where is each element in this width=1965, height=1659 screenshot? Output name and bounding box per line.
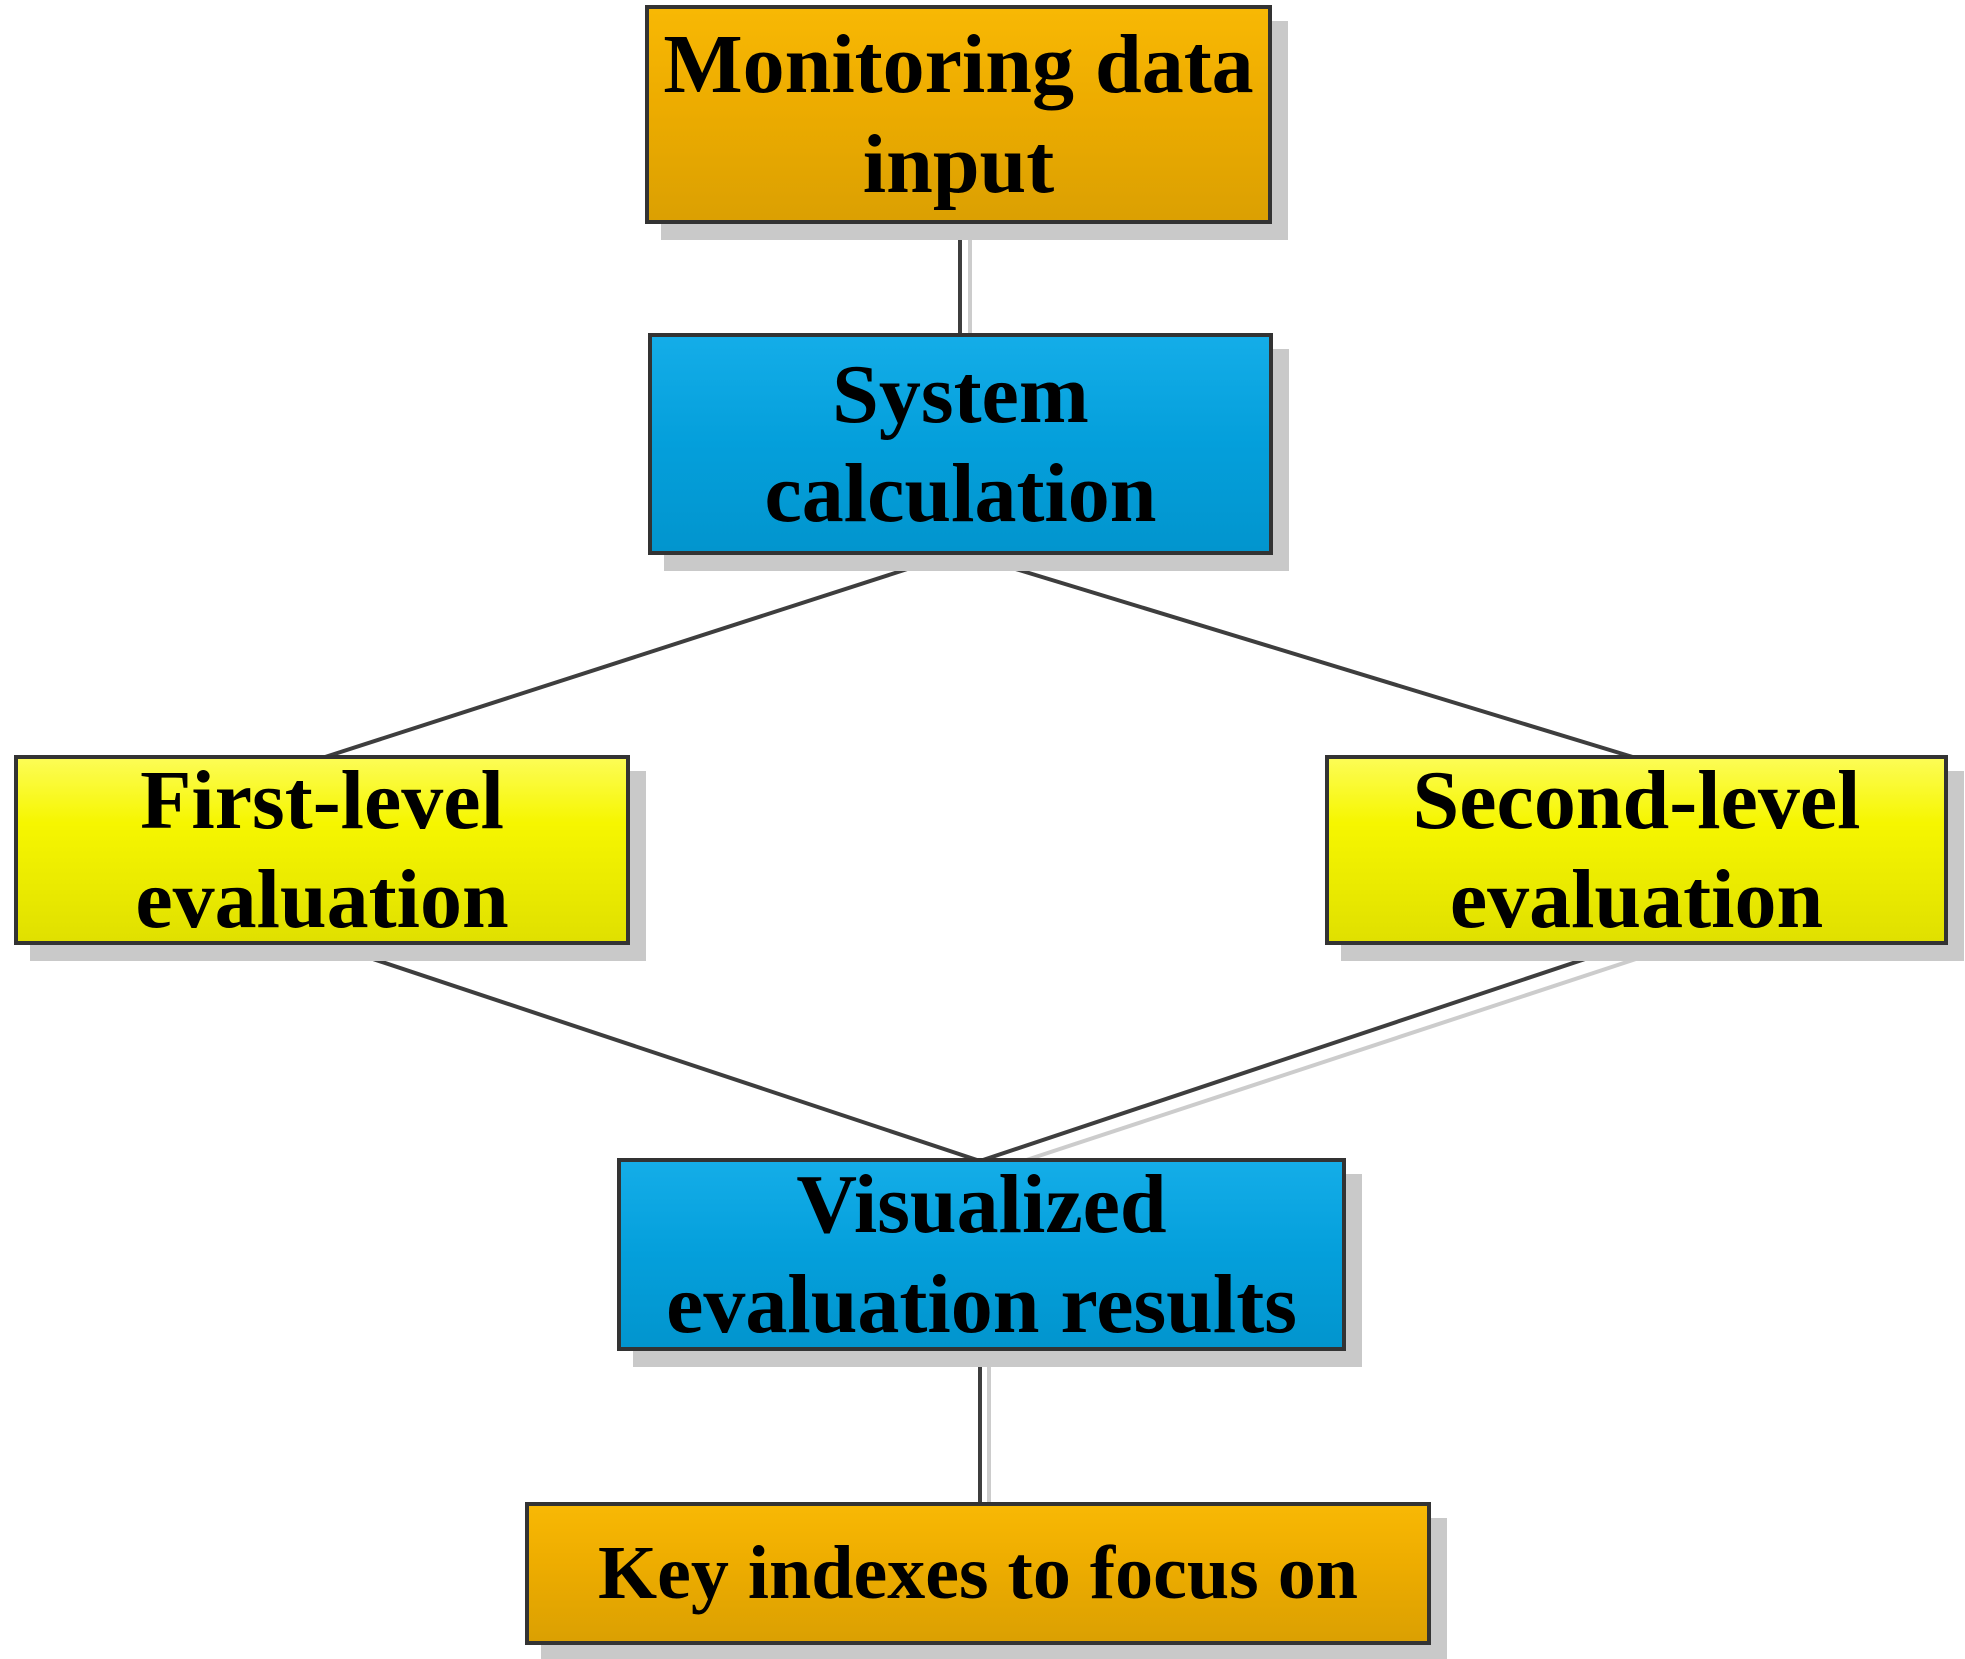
node-system-calculation-label: System calculation: [764, 347, 1157, 540]
node-monitoring-data-input: Monitoring data input: [645, 5, 1272, 224]
node-second-level-evaluation-label: Second-level evaluation: [1412, 753, 1861, 946]
connector-second-to-visualized: [979, 940, 1637, 1163]
node-key-indexes-to-focus-on: Key indexes to focus on: [525, 1502, 1431, 1645]
node-system-calculation: System calculation: [648, 333, 1273, 555]
connector-system-to-first: [321, 550, 961, 760]
connector-first-to-visualized: [321, 940, 981, 1163]
connector-shadow-second-to-visualized: [989, 955, 1643, 1174]
node-monitoring-data-input-label: Monitoring data input: [663, 18, 1254, 211]
node-first-level-evaluation-label: First-level evaluation: [135, 753, 509, 946]
node-second-level-evaluation: Second-level evaluation: [1325, 754, 1948, 946]
node-visualized-evaluation-results-label: Visualized evaluation results: [666, 1158, 1297, 1351]
node-visualized-evaluation-results: Visualized evaluation results: [617, 1158, 1346, 1351]
node-key-indexes-to-focus-on-label: Key indexes to focus on: [598, 1530, 1358, 1615]
connector-system-to-second: [959, 550, 1637, 760]
node-first-level-evaluation: First-level evaluation: [14, 754, 630, 946]
